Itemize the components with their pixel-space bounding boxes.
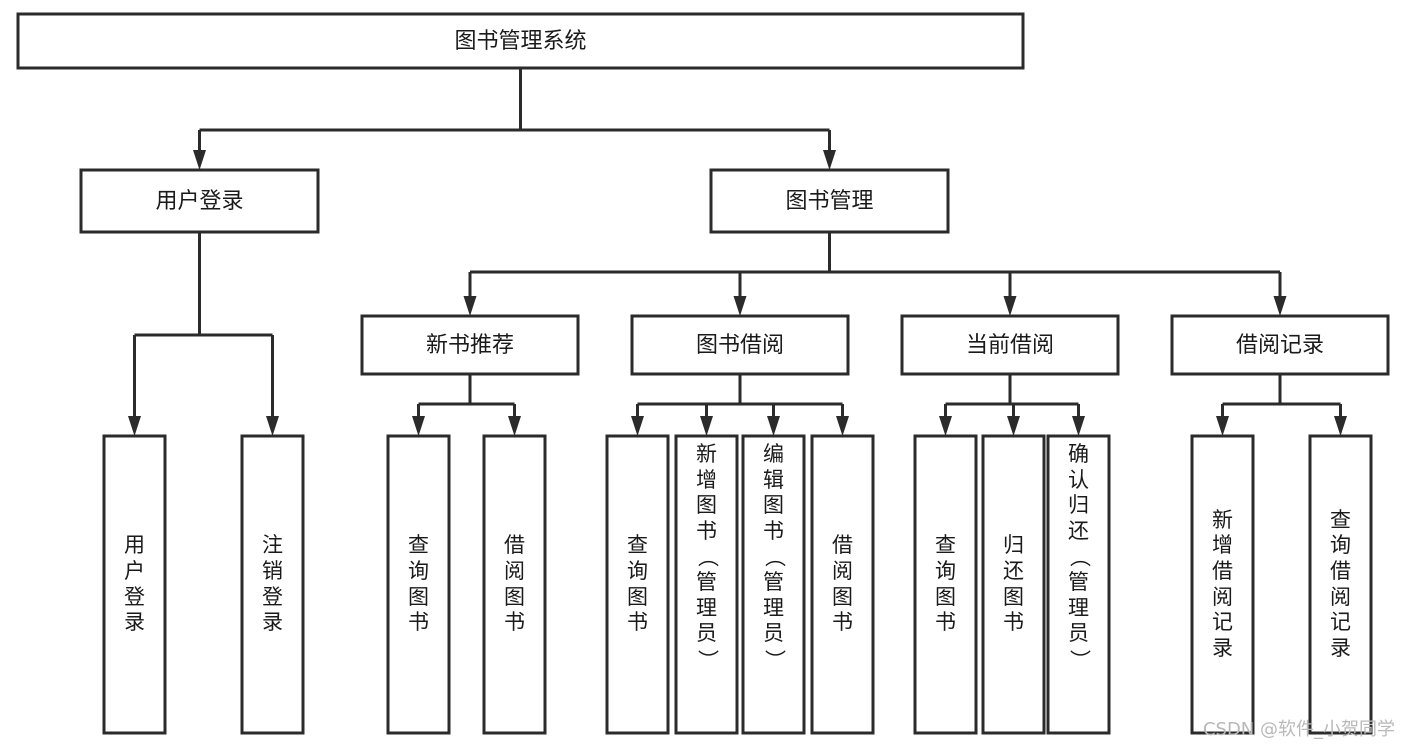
node-l-rcd-query[interactable] [1308, 434, 1373, 735]
node-label-n-borrow-record: 借阅记录 [1236, 333, 1324, 358]
node-l-rec-borrow[interactable] [482, 434, 547, 735]
node-box-n-borrow-record[interactable] [1170, 314, 1390, 376]
node-box-n-book-mgmt[interactable] [709, 168, 950, 234]
node-label-n-book-mgmt: 图书管理 [785, 189, 873, 214]
arrow-head-icon [767, 416, 780, 436]
node-n-new-book-rec[interactable]: 新书推荐 [360, 314, 580, 376]
node-root[interactable]: 图书管理系统 [16, 12, 1025, 70]
node-box-root[interactable] [16, 12, 1025, 70]
arrow-head-icon [508, 416, 521, 436]
edge-group-n-book-mgmt [463, 232, 1287, 316]
node-l-brw-edit[interactable] [741, 434, 806, 735]
node-label-n-current-borrow: 当前借阅 [966, 333, 1054, 358]
node-box-l-rcd-query[interactable] [1308, 434, 1373, 735]
node-box-l-rec-borrow[interactable] [482, 434, 547, 735]
node-l-rcd-add[interactable] [1190, 434, 1255, 735]
arrow-head-icon [1007, 416, 1020, 436]
edges-layer [128, 68, 1347, 436]
node-n-borrow-record[interactable]: 借阅记录 [1170, 314, 1390, 376]
node-l-cur-confirm[interactable] [1046, 434, 1111, 735]
arrow-head-icon [266, 416, 279, 436]
arrow-head-icon [128, 416, 141, 436]
node-n-book-mgmt[interactable]: 图书管理 [709, 168, 950, 234]
node-box-n-current-borrow[interactable] [900, 314, 1120, 376]
arrow-head-icon [1003, 296, 1017, 316]
arrow-head-icon [631, 416, 644, 436]
node-box-l-brw-edit[interactable] [741, 434, 806, 735]
node-label-root: 图书管理系统 [454, 29, 586, 54]
node-l-rec-query[interactable] [386, 434, 451, 735]
node-l-brw-add[interactable] [674, 434, 739, 735]
node-box-l-user-login[interactable] [102, 434, 167, 735]
node-box-l-rcd-add[interactable] [1190, 434, 1255, 735]
edge-group-n-user-login [128, 232, 279, 436]
node-l-user-login[interactable] [102, 434, 167, 735]
node-n-book-borrow[interactable]: 图书借阅 [630, 314, 850, 376]
arrow-head-icon [700, 416, 713, 436]
arrow-head-icon [1216, 416, 1229, 436]
node-l-cur-query[interactable] [913, 434, 978, 735]
node-l-brw-query[interactable] [605, 434, 670, 735]
edge-group-n-new-book-rec [412, 374, 521, 436]
node-box-l-cur-query[interactable] [913, 434, 978, 735]
node-box-n-book-borrow[interactable] [630, 314, 850, 376]
arrow-head-icon [463, 296, 477, 316]
node-n-current-borrow[interactable]: 当前借阅 [900, 314, 1120, 376]
node-box-l-brw-borrow[interactable] [810, 434, 875, 735]
node-box-l-rec-query[interactable] [386, 434, 451, 735]
arrow-head-icon [1334, 416, 1347, 436]
node-box-l-brw-add[interactable] [674, 434, 739, 735]
node-box-l-cur-return[interactable] [981, 434, 1046, 735]
arrow-head-icon [412, 416, 425, 436]
node-box-l-brw-query[interactable] [605, 434, 670, 735]
node-l-brw-borrow[interactable] [810, 434, 875, 735]
edge-group-n-current-borrow [939, 374, 1085, 436]
node-l-cur-return[interactable] [981, 434, 1046, 735]
edge-group-root [193, 68, 836, 170]
edge-group-n-book-borrow [631, 374, 849, 436]
node-box-l-cur-confirm[interactable] [1046, 434, 1111, 735]
arrow-head-icon [1273, 296, 1287, 316]
arrow-head-icon [939, 416, 952, 436]
arrow-head-icon [836, 416, 849, 436]
node-box-n-new-book-rec[interactable] [360, 314, 580, 376]
node-label-n-book-borrow: 图书借阅 [696, 333, 784, 358]
node-l-user-logout[interactable] [240, 434, 305, 735]
arrow-head-icon [1072, 416, 1085, 436]
node-label-n-new-book-rec: 新书推荐 [426, 333, 514, 358]
node-box-n-user-login[interactable] [79, 168, 320, 234]
arrow-head-icon [733, 296, 747, 316]
arrow-head-icon [193, 150, 206, 170]
arrow-head-icon [823, 150, 836, 170]
node-box-l-user-logout[interactable] [240, 434, 305, 735]
node-label-n-user-login: 用户登录 [155, 189, 243, 214]
node-n-user-login[interactable]: 用户登录 [79, 168, 320, 234]
edge-group-n-borrow-record [1216, 374, 1347, 436]
